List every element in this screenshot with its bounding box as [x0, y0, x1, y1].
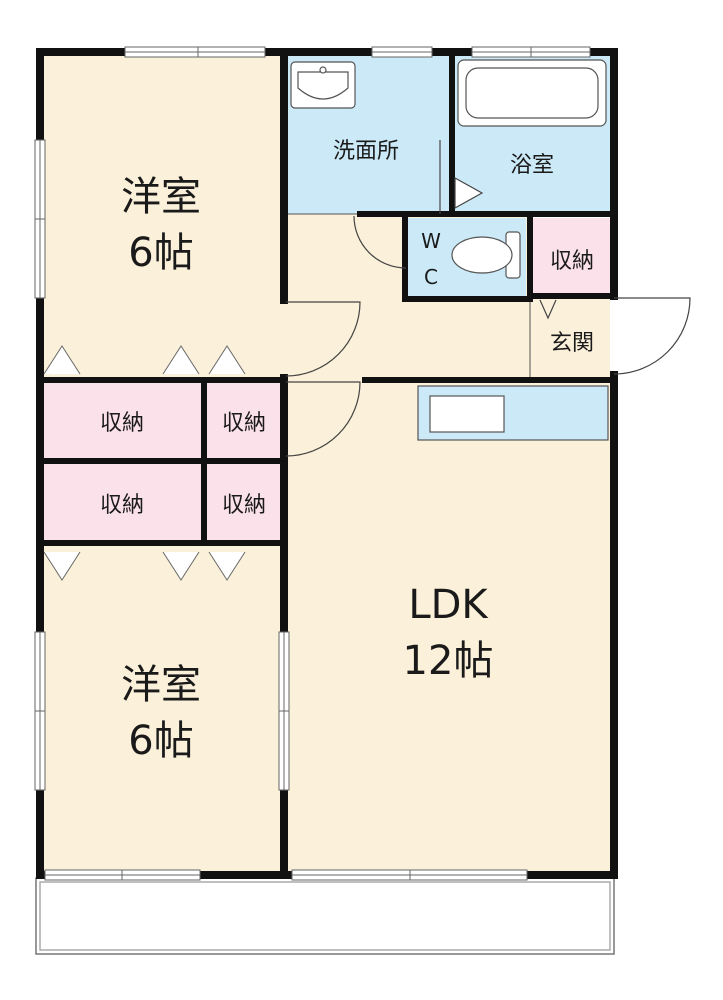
bathroom-label: 浴室 [510, 153, 554, 178]
entrance-label: 玄関 [550, 331, 594, 356]
windows [34, 46, 591, 881]
western-room-top-size: 6帖 [128, 230, 193, 276]
entrance-floor [530, 296, 610, 380]
fixtures [290, 59, 609, 441]
western-room-top-name: 洋室 [121, 174, 201, 220]
toilet-icon [451, 231, 521, 279]
ldk-name: LDK [408, 582, 489, 628]
washbasin-icon [290, 61, 356, 109]
storage-1-floor [40, 382, 202, 458]
storage-right-label: 収納 [550, 249, 594, 274]
doors [285, 140, 691, 457]
washroom-label: 洗面所 [333, 139, 399, 164]
room-labels: 洋室 6帖 洋室 6帖 LDK 12帖 洗面所 浴室 W C 収納 玄関 収納 … [100, 139, 594, 764]
western-room-bottom-name: 洋室 [121, 662, 201, 708]
balcony [35, 877, 615, 955]
storage-4-floor [206, 464, 282, 542]
wc-label-w: W [421, 229, 441, 253]
kitchen-counter-icon [417, 385, 609, 441]
western-room-top-floor [40, 52, 282, 378]
closet-doors [43, 345, 246, 581]
storage-3-floor [40, 464, 202, 542]
ldk-floor [282, 380, 610, 872]
storage-right-floor [530, 218, 610, 296]
storage-3-label: 収納 [100, 493, 144, 518]
storage-1-label: 収納 [100, 411, 144, 436]
storage-4-label: 収納 [222, 493, 266, 518]
western-room-bottom-floor [40, 545, 282, 872]
western-room-bottom-size: 6帖 [128, 718, 193, 764]
storage-2-label: 収納 [222, 411, 266, 436]
storage-2-floor [206, 382, 282, 458]
floor-fills [40, 52, 610, 872]
wc-label-c: C [424, 265, 438, 289]
bathtub-icon [457, 59, 607, 127]
ldk-size: 12帖 [403, 638, 494, 684]
